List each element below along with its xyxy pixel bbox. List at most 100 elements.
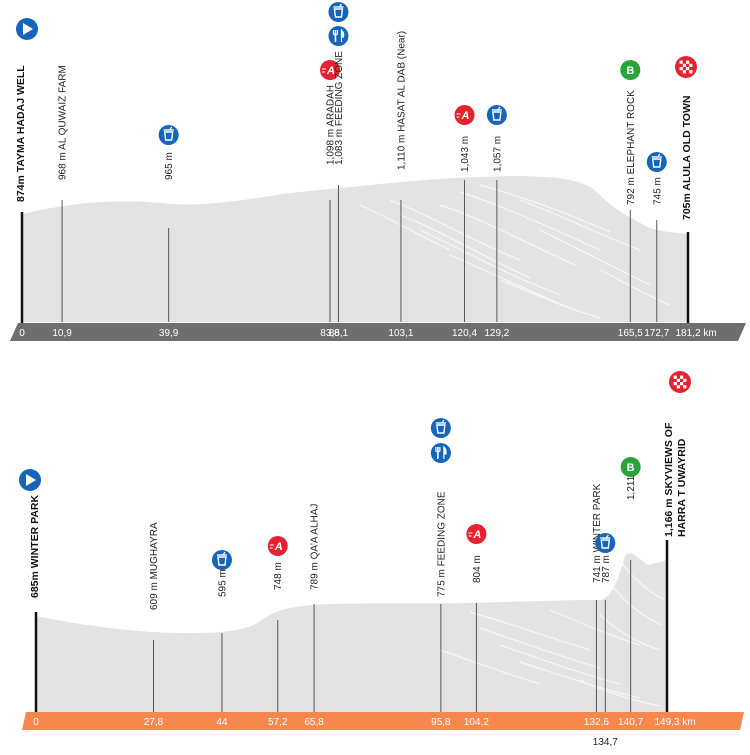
stage1-tick-label: 172,7 — [644, 328, 669, 339]
stage2-tick-label: 149,3 — [654, 717, 679, 728]
checker-square — [680, 375, 684, 379]
stage1-tick-label: 120,4 — [452, 328, 477, 339]
bonus-badge-letter: B — [627, 462, 635, 474]
sprint-badge-letter: A — [461, 110, 470, 122]
stage1-point-label: 745 m — [652, 177, 663, 205]
stage2-tick-label: 104,2 — [464, 717, 489, 728]
stage2-tick-label: 140,7 — [618, 717, 643, 728]
stage2-start-marker: 685m WINTER PARK — [19, 469, 41, 598]
stage2-tick-label: 57,2 — [268, 717, 288, 728]
stage2-point-label: 748 m — [273, 562, 284, 590]
stage1-point-label: 965 m — [164, 152, 175, 180]
checker-square — [686, 67, 690, 71]
checker-square — [676, 385, 680, 389]
stage1-finish-marker: 705m ALULA OLD TOWN — [675, 56, 697, 220]
sprint-badge-letter: A — [326, 65, 335, 77]
sprint-badge-letter: A — [472, 529, 481, 541]
checker-square — [689, 63, 693, 67]
checker-square — [689, 70, 693, 74]
stage2-point-label: 741 m WINTER PARK — [592, 483, 603, 583]
checker-square — [673, 382, 677, 386]
stage1-start-marker: 874m TAYMA HADAJ WELL — [15, 18, 38, 202]
stage2-point-label: 595 m — [217, 569, 228, 597]
stage2-finish-label-line1: 1,166 m SKYVIEWS OF — [663, 422, 675, 537]
stage1-point-label: 1,110 m HASAT AL DAB (Near) — [396, 31, 407, 170]
fork-knife-icon — [430, 443, 451, 463]
checker-square — [682, 63, 686, 67]
stage1-tick-label: 103,1 — [388, 328, 413, 339]
stage2-tick-label: 27,8 — [144, 717, 164, 728]
stage2-start-label: 685m WINTER PARK — [29, 495, 41, 598]
sprint-a-icon: A — [320, 60, 341, 80]
stage2-tick-label: 65,8 — [304, 717, 324, 728]
sprint-a-icon: A — [466, 524, 487, 544]
stage2-unit-label: km — [682, 717, 695, 728]
drink-cup-icon — [430, 418, 451, 438]
stage2-finish-label-line2: HARRA T UWAYRID — [676, 438, 688, 537]
stage1-terrain-texture — [359, 184, 671, 319]
stage2-distance-band — [22, 712, 744, 730]
stage1-finish-label: 705m ALULA OLD TOWN — [681, 96, 693, 220]
stage1-tick-label: 181,2 — [675, 328, 700, 339]
stage2-point-label: 787 m — [601, 555, 612, 583]
stage1-point-label: 1,098 m ARADAH — [326, 85, 337, 165]
stage1-unit-label: km — [703, 328, 716, 339]
stage2-tick-label: 44 — [216, 717, 228, 728]
checker-square — [679, 60, 683, 64]
checker-square — [673, 375, 677, 379]
stage1-tick-label: 165,5 — [618, 328, 643, 339]
stage2-profile: 609 m MUGHAYRA 595 m 748 m A 789 m QA'A ALHA… — [19, 371, 744, 748]
stage1-tick-label: 129,2 — [484, 328, 509, 339]
stage1-elevation-area — [22, 176, 688, 322]
drink-cup-icon — [646, 152, 667, 172]
stage2-point-label: 609 m MUGHAYRA — [149, 522, 160, 610]
stage1-distance-band — [10, 323, 746, 341]
bonus-b-icon: B — [620, 60, 641, 80]
bonus-badge-letter: B — [626, 65, 634, 77]
stage1-markers: 968 m AL QUWAIZ FARM 965 m 1,098 m ARADAH A… — [58, 2, 667, 322]
stage1-profile: 968 m AL QUWAIZ FARM 965 m 1,098 m ARADAH A… — [10, 2, 746, 341]
checker-square — [679, 67, 683, 71]
stage2-point-label: 804 m — [472, 555, 483, 583]
stage2-finish-marker: 1,166 m SKYVIEWS OF HARRA T UWAYRID — [663, 371, 691, 537]
stage2-point-label: 775 m FEEDING ZONE — [436, 491, 447, 597]
stage1-tick-label: 39,9 — [159, 328, 179, 339]
checker-square — [682, 70, 686, 74]
stage2-elevation-area — [36, 553, 667, 712]
stage2-tick-label: 95,8 — [431, 717, 451, 728]
stage1-point-label: 968 m AL QUWAIZ FARM — [58, 65, 69, 180]
drink-cup-icon — [158, 125, 179, 145]
stage2-point-label: 789 m QA'A ALHAJ — [310, 504, 321, 590]
stage2-point-label: 1,211 m — [626, 465, 637, 500]
bonus-b-icon: B — [620, 457, 641, 477]
stage1-tick-label: 86,1 — [329, 328, 349, 339]
checker-square — [676, 378, 680, 382]
drink-cup-icon — [328, 2, 349, 22]
stage1-tick-label: 83,8 — [320, 328, 340, 339]
sprint-a-icon: A — [267, 536, 288, 556]
play-arrow-shape — [23, 23, 33, 35]
stage1-start-label: 874m TAYMA HADAJ WELL — [15, 65, 27, 202]
checker-square — [683, 385, 687, 389]
drink-cup-icon — [486, 105, 507, 125]
stage1-point-label: 1,083 m FEEDING ZONE — [334, 51, 345, 165]
stage1-tick-label: 10,9 — [52, 328, 72, 339]
stage2-markers: 609 m MUGHAYRA 595 m 748 m A 789 m QA'A ALHA… — [149, 418, 641, 712]
sprint-a-icon: A — [454, 105, 475, 125]
stage1-point-label: 792 m ELEPHANT ROCK — [626, 90, 637, 205]
checker-square — [680, 382, 684, 386]
stage2-tick-label: 134,7 — [593, 737, 618, 748]
drink-cup-icon — [595, 533, 616, 553]
stage1-point-label: 1,057 m — [492, 136, 503, 172]
checkered-flag-icon — [675, 56, 697, 78]
drink-cup-icon — [211, 550, 232, 570]
stage1-point-label: 1,043 m — [460, 136, 471, 172]
fork-knife-icon — [328, 26, 349, 46]
checker-square — [683, 378, 687, 382]
stage2-tick-label: 0 — [33, 717, 39, 728]
stage1-tick-label: 0 — [19, 328, 25, 339]
